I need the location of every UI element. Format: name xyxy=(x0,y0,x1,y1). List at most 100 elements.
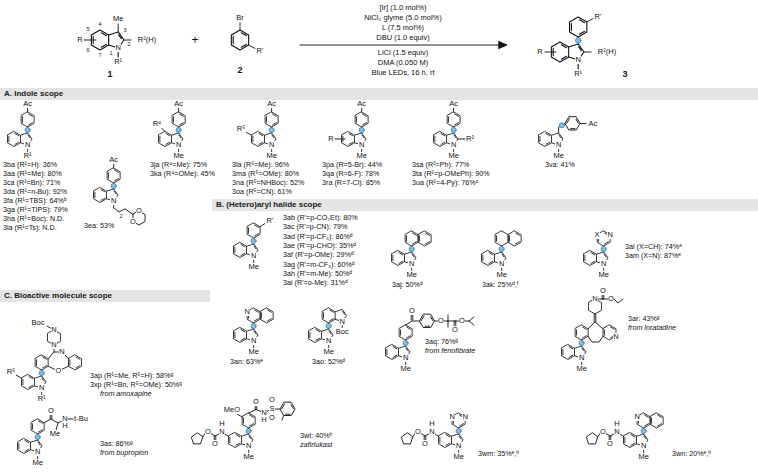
atom-label: Me xyxy=(112,15,123,23)
structure-stroke xyxy=(18,439,43,459)
structure-stroke xyxy=(399,325,412,340)
structure-stroke xyxy=(246,108,272,135)
atom-label: R⁵ xyxy=(236,125,246,133)
structure-stroke xyxy=(234,243,259,263)
atom-label: Me xyxy=(576,365,587,373)
atom-label: R xyxy=(328,135,334,143)
atom-label: O xyxy=(607,440,614,448)
compound-yield: 3ba (R¹=H): 36% xyxy=(3,161,57,168)
compound-yield: 3wn: 20%ᵉ,ʰ xyxy=(672,450,711,457)
section-heading: C. Bioactive molecule scope xyxy=(4,291,206,301)
compound-yield: 3ea: 53% xyxy=(84,222,114,229)
atom-label: N xyxy=(592,295,598,303)
atom-label: N xyxy=(51,341,57,349)
structure-stroke xyxy=(265,112,278,127)
atom-label: O xyxy=(253,398,260,406)
atom-label: N xyxy=(219,428,225,436)
structure-stroke xyxy=(575,38,581,44)
structure-stroke xyxy=(570,17,587,37)
structure-stroke xyxy=(586,433,597,444)
section-band: C. Bioactive molecule scope xyxy=(0,290,210,302)
compound-yield: 3ha (R¹=Boc): N.D. xyxy=(3,215,64,222)
atom-label: N xyxy=(498,260,504,268)
compound-yield: 3ag (R'=m-CF₃): 60%ᵈ xyxy=(283,261,355,268)
atom-label: Me xyxy=(453,453,464,461)
compound-yield: 3aq: 76%ᵍ xyxy=(425,338,458,345)
atom-label: N xyxy=(51,326,57,334)
structure-stroke xyxy=(234,328,259,348)
atom-label: R¹ xyxy=(574,70,583,78)
atom-label: N xyxy=(250,337,256,345)
atom-label: N xyxy=(408,260,414,268)
structure-stroke xyxy=(392,251,417,271)
atom-label: N xyxy=(578,354,584,362)
atom-label: R' xyxy=(594,13,602,21)
structure-stroke xyxy=(159,132,184,152)
compound-yield: 3pa (R=5-Br): 44% xyxy=(322,161,382,168)
reaction-condition: Blue LEDs, 16 h, rt xyxy=(372,69,435,77)
structure-stroke xyxy=(335,108,362,139)
atom-label: O xyxy=(269,396,276,404)
atom-label: N xyxy=(24,141,30,149)
position-number: 7 xyxy=(98,53,101,59)
atom-label: Me xyxy=(356,152,367,160)
structure-stroke xyxy=(355,112,368,127)
atom-label: t-Bu xyxy=(74,415,89,423)
compound-yield: 3la (R⁵=Me): 96% xyxy=(232,161,289,168)
atom-label: N xyxy=(244,308,250,316)
atom-label: O xyxy=(55,367,62,375)
compound-yield: 3as: 86%ᵍ xyxy=(100,440,133,447)
atom-label: N xyxy=(175,141,181,149)
structure-stroke xyxy=(447,112,460,127)
compound-yield: 3xp (R¹=Bn, R⁵=OMe): 50%ᵍ xyxy=(90,381,182,388)
atom-label: N xyxy=(575,56,581,64)
compound-yield: 3ja (R⁴=Me): 75% xyxy=(150,161,207,168)
structure-stroke xyxy=(359,127,364,132)
compound-yield: 3al (X=CH): 74%ᵉ xyxy=(625,243,682,250)
compound-yield: 3ma (R⁵=OMe): 80% xyxy=(232,170,299,177)
atom-label: R²(H) xyxy=(137,36,156,44)
structure-stroke xyxy=(482,251,507,271)
atom-label: N xyxy=(455,442,461,450)
atom-label: O xyxy=(212,440,219,448)
atom-label: Me xyxy=(173,152,184,160)
atom-label: N xyxy=(38,384,44,392)
atom-label: R' xyxy=(266,217,274,225)
atom-label: O xyxy=(608,295,615,303)
structure-stroke xyxy=(434,132,459,152)
reaction-condition: [Ir] (1.0 mol%) xyxy=(379,4,426,12)
atom-label: R²(H) xyxy=(597,48,616,56)
atom-label: Me xyxy=(448,152,459,160)
structure-stroke xyxy=(84,24,131,40)
atom-label: O xyxy=(130,218,137,226)
compound-yield: 3ai (R'=o-Me): 31%ᵈ xyxy=(283,279,348,286)
position-number: 4 xyxy=(98,22,101,28)
atom-label: O xyxy=(415,428,422,436)
structure-stroke xyxy=(21,112,34,127)
structure-stroke xyxy=(247,223,260,238)
structure-stroke xyxy=(300,45,500,46)
source-drug: from fenofibrate xyxy=(425,347,475,354)
atom-label: Ac xyxy=(449,100,459,108)
compound-yield: 3ab (R'=p-CO₂Et): 80% xyxy=(283,214,358,221)
compound-yield: 3ap (R¹=Me, R⁵=H): 58%ᵍ xyxy=(90,372,173,379)
structure-stroke xyxy=(39,370,44,375)
atom-label: N xyxy=(555,141,561,149)
atom-label: R² xyxy=(466,135,475,143)
compound-yield: 3ak: 25%ᵈ,ᶠ xyxy=(482,281,518,288)
structure-stroke xyxy=(406,315,474,346)
structure-stroke xyxy=(16,326,69,378)
atom-label: Me xyxy=(400,365,411,373)
structure-stroke xyxy=(240,23,255,49)
compound-yield: 3ao: 52%ᵈ xyxy=(312,358,345,365)
atom-label: Ac xyxy=(23,100,33,108)
atom-label: N xyxy=(429,428,435,436)
atom-label: N xyxy=(325,337,331,345)
structure-stroke xyxy=(31,419,44,434)
reaction-condition: NiCl₂ glyme (5.0 mol%) xyxy=(364,14,442,22)
atom-label: R¹ xyxy=(23,152,32,160)
atom-label: N xyxy=(402,354,408,362)
atom-label: Me xyxy=(243,453,254,461)
structure-stroke xyxy=(309,328,334,348)
